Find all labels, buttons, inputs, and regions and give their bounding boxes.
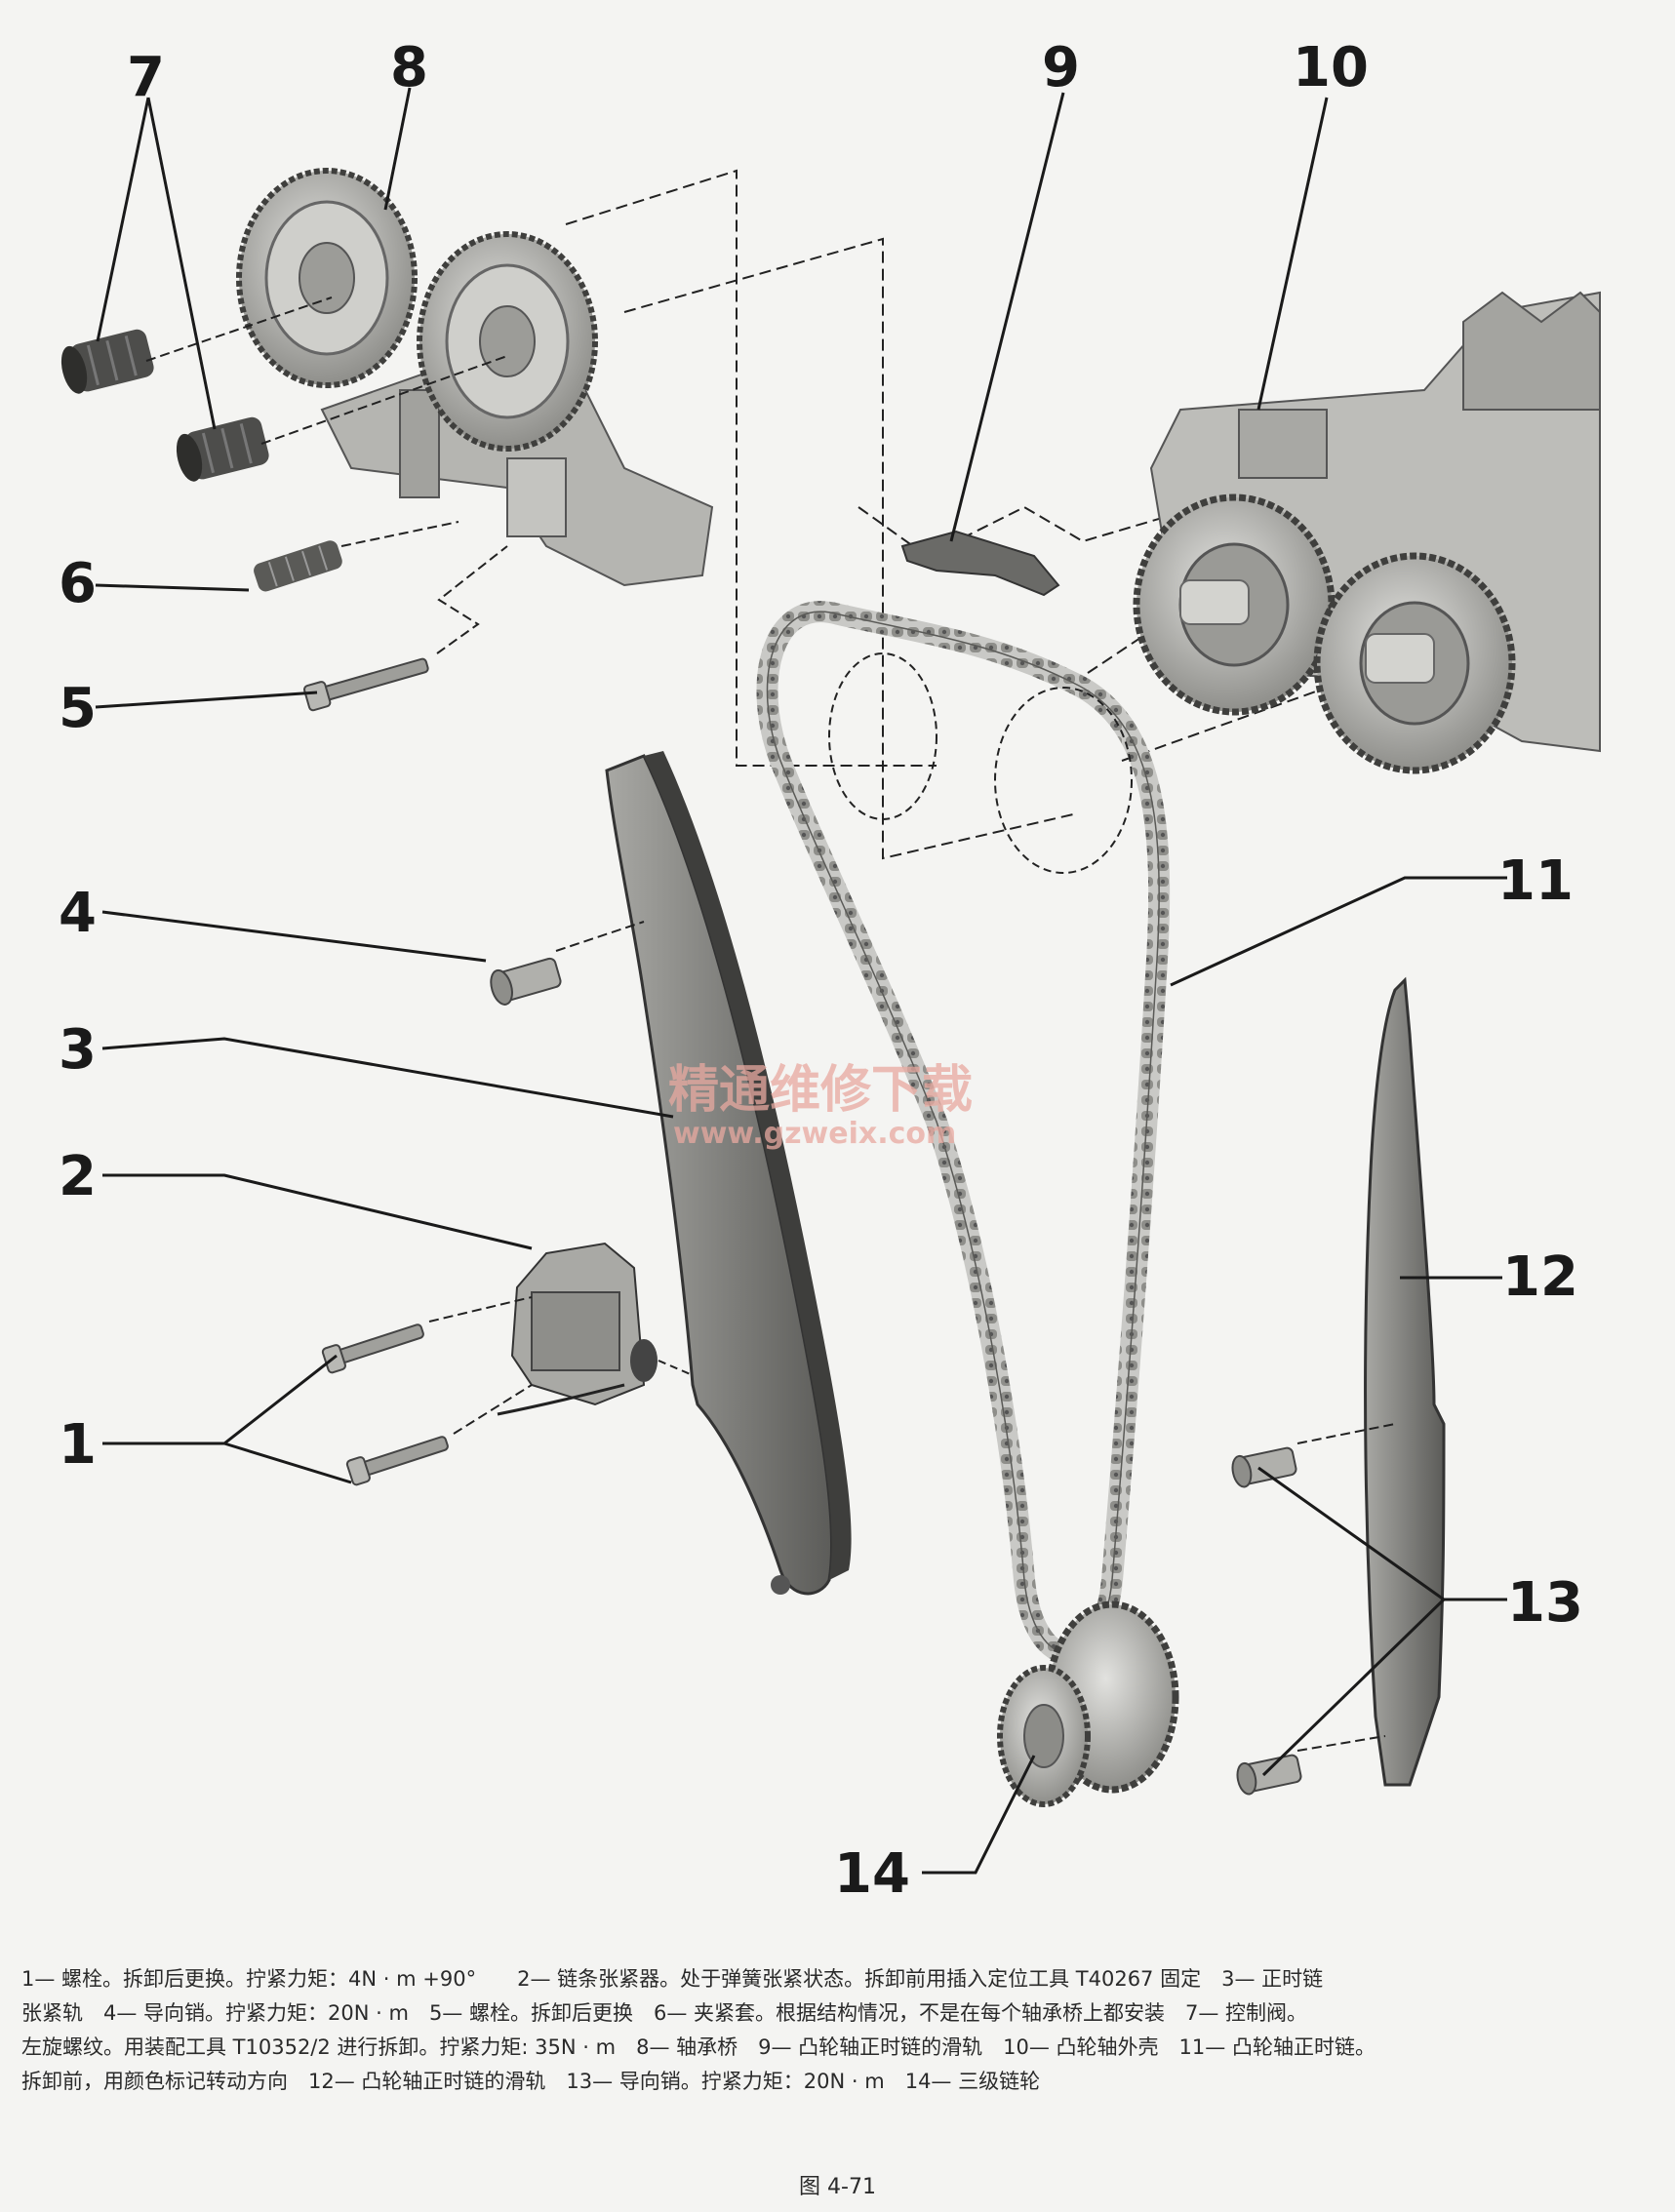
figure-caption: 1— 螺栓。拆卸后更换。拧紧力矩：4N · m +90° 2— 链条张紧器。处于… — [21, 1962, 1660, 2099]
watermark: 精通维修下载 www.gzweix.com — [668, 1061, 973, 1151]
leader-lines — [95, 87, 1507, 1875]
callout-10: 10 — [1293, 36, 1369, 99]
timing-chain-exploded-diagram: 7 8 9 10 6 5 4 11 3 2 12 1 13 14 精通维修下载 … — [59, 36, 1601, 1906]
callout-4: 4 — [59, 882, 97, 945]
callout-11: 11 — [1497, 849, 1574, 913]
guide-pin-part-4 — [490, 957, 562, 1006]
chain-tensioner-part — [497, 1242, 658, 1416]
clamping-sleeve-part — [254, 540, 342, 592]
callout-13: 13 — [1507, 1571, 1583, 1635]
callout-7: 7 — [127, 46, 165, 109]
timing-chain-tensioning-rail — [605, 751, 852, 1596]
callout-labels: 7 8 9 10 6 5 4 11 3 2 12 1 13 14 — [59, 36, 1583, 1906]
figure-number: 图 4-71 — [799, 2175, 876, 2199]
callout-9: 9 — [1042, 36, 1080, 99]
camshaft-chain-slide-9 — [900, 530, 1060, 597]
caption-line-4: 拆卸前，用颜色标记转动方向 12— 凸轮轴正时链的滑轨 13— 导向销。拧紧力矩… — [21, 2070, 1041, 2093]
callout-12: 12 — [1502, 1245, 1578, 1309]
control-valve-parts — [60, 296, 508, 482]
callout-2: 2 — [59, 1145, 97, 1208]
guide-pin-parts-13 — [1231, 1423, 1396, 1796]
callout-1: 1 — [59, 1413, 97, 1477]
callout-14: 14 — [834, 1842, 910, 1906]
bearing-bridge-assembly — [236, 168, 714, 587]
callout-5: 5 — [59, 677, 97, 740]
triple-sprocket-part — [997, 1600, 1179, 1807]
bolt-part-5 — [302, 657, 429, 712]
bolt-parts-1 — [321, 1296, 533, 1486]
camshaft-housing-part — [1133, 291, 1601, 774]
caption-line-1: 1— 螺栓。拆卸后更换。拧紧力矩：4N · m +90° 2— 链条张紧器。处于… — [21, 1967, 1324, 1991]
caption-line-3: 左旋螺纹。用装配工具 T10352/2 进行拆卸。拧紧力矩: 35N · m 8… — [21, 2035, 1376, 2059]
callout-8: 8 — [390, 36, 428, 99]
watermark-url: www.gzweix.com — [673, 1117, 956, 1151]
callout-3: 3 — [59, 1018, 97, 1082]
callout-6: 6 — [59, 552, 97, 615]
caption-line-2: 张紧轨 4— 导向销。拧紧力矩：20N · m 5— 螺栓。拆卸后更换 6— 夹… — [21, 2001, 1308, 2025]
watermark-title: 精通维修下载 — [668, 1061, 973, 1120]
camshaft-chain-slide-12 — [1364, 976, 1446, 1787]
